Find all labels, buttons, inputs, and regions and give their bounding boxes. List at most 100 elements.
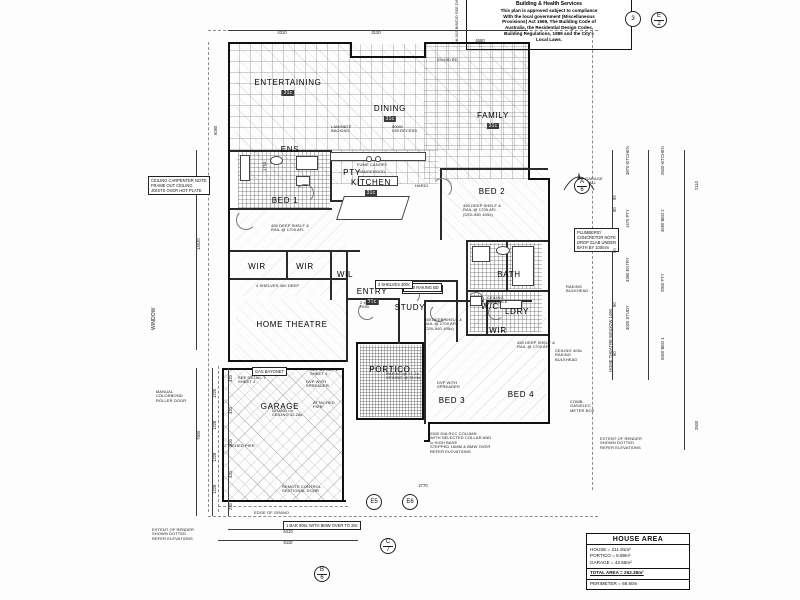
dimension-dimensions_right-10: 2600 KITCHEN — [660, 146, 665, 175]
wall-left-theatre — [228, 298, 231, 362]
area-value-garage: 42.58m² — [614, 559, 632, 565]
stamp-heading: Building & Health Services — [515, 1, 582, 7]
wall-left-garage — [222, 368, 225, 502]
dimension-dimensions_bottom-2: 2770 — [418, 483, 428, 488]
section-marker-3[interactable]: 3 — [625, 11, 641, 27]
door-arc-bed2 — [432, 178, 452, 198]
section-marker-e5[interactable]: E5 — [366, 494, 382, 510]
wall-portico-bottom — [356, 418, 426, 421]
room-name: WIR — [248, 262, 266, 271]
dim-line-left-main — [196, 150, 197, 350]
section-marker-lower: 6 — [580, 187, 584, 193]
ensuite-basin — [270, 156, 283, 165]
wall-portico-top — [356, 342, 426, 345]
setout-line-bottom — [208, 516, 598, 517]
floor-grano-garage-2 — [222, 370, 344, 500]
section-marker-e6[interactable]: E6 — [402, 494, 418, 510]
dimension-dimensions_top-0: 4310 — [277, 30, 287, 35]
wall-bath-left — [466, 240, 468, 336]
wall-wil-right — [330, 250, 332, 300]
floor-tile-family — [424, 44, 528, 179]
edge-window-label: WINDOW — [151, 307, 157, 330]
dimension-dimensions_right-4: HOME THEATRE WINDOW 1490 — [608, 309, 613, 372]
area-row-garage: GARAGE = 42.58m² — [590, 559, 632, 565]
annotation-21: SEE DETAIL '2' SHEET 4 — [310, 367, 339, 377]
annotation-14: RAKING BULKHEAD — [566, 284, 589, 294]
annotation-28: 2500 DIA RCC COLUMN WITH SELECTED COLLAR… — [430, 431, 492, 454]
bath-basin — [496, 246, 510, 255]
wall-wir-top — [230, 250, 346, 252]
room-name: PORTICO — [369, 365, 411, 374]
wall-kitchen-left — [330, 186, 332, 202]
dim-line-right-c — [684, 150, 685, 450]
room-name: DINING — [373, 104, 407, 113]
annotation-1: MANUAL COLORBOND ROLLER DOOR — [156, 389, 187, 403]
wall-right-garage — [342, 368, 345, 502]
dimension-dimensions_right-11: 3690 BED 2 — [660, 209, 665, 232]
dimension-dimensions_bottom-1: 6110 — [283, 540, 293, 545]
wall-bed3-right — [428, 422, 431, 442]
wall-portico-left — [356, 342, 359, 420]
room-name: BATH — [497, 270, 521, 279]
wall-theatre-bottom — [228, 360, 346, 363]
annotation-10: 450 DEEP SHELF & RAIL @ 1700 AFL (CEILIN… — [463, 203, 501, 217]
dim-line-left-bays — [212, 368, 213, 516]
dimension-dimensions_right-1: 1470 PTY — [625, 209, 630, 228]
annotation-12: 450 DEEP SHELF & RAIL @ 1700 AFL — [517, 340, 555, 350]
wall-hall-top — [346, 250, 360, 252]
dimension-dimensions_left-7: 1228 — [212, 484, 217, 494]
wall-step-2 — [424, 42, 427, 58]
room-name: STUDY — [394, 303, 426, 312]
wall-study-right — [456, 280, 458, 342]
room-name: BED 3 — [438, 396, 466, 405]
room-label-ens: ENS — [281, 145, 300, 154]
wall-bed2-top — [440, 168, 548, 170]
room-label-portico: PORTICO — [369, 365, 410, 374]
room-label-wil: WIL — [337, 270, 353, 279]
dimension-dimensions_right-7: 90 — [612, 248, 617, 253]
room-ceiling-height: 31c — [383, 116, 397, 122]
setout-line-left — [208, 42, 209, 512]
area-value-house: 211.91m² — [611, 546, 631, 552]
annotation-15: CEILING 405c RAKING BULKHEAD — [555, 348, 582, 362]
dim-line-left-sub — [228, 368, 229, 516]
house-area-perimeter-row: PERIMETER = 68.60m — [590, 581, 638, 587]
wall-hall-right — [346, 250, 348, 362]
door-arc-entry — [358, 302, 376, 320]
ceiling-hatch-bed1 — [236, 186, 346, 296]
annotation-18: DVP WITH SPREADER — [437, 380, 460, 390]
room-label-bed-4: BED 4 — [508, 390, 535, 399]
room-ceiling-height: 31c — [365, 299, 379, 305]
annotation-31: HARDI — [415, 183, 428, 188]
perimeter-value: 68.60m — [622, 581, 638, 587]
annotation-4: LAMINATE BACKING — [331, 124, 352, 134]
stamp-line-4: Building Regulations, 1989 and the City'… — [504, 31, 594, 37]
annotation-0: CEILING CARPENTER NOTE: FRAME OUT CEILIN… — [148, 176, 211, 196]
dim-line-right-b — [648, 150, 649, 380]
annotation-7: FUME CANOPY — [357, 162, 388, 167]
area-label-portico: PORTICO — [590, 553, 611, 559]
room-label-home-theatre: HOME THEATRE — [256, 320, 327, 329]
room-label-garage: GARAGE — [261, 402, 299, 411]
area-row-house: HOUSE = 211.91m² — [590, 546, 631, 552]
area-label-house: HOUSE — [590, 546, 607, 552]
wall-wir-divider — [286, 250, 288, 278]
room-label-study: STUDY — [395, 303, 426, 312]
dimension-dimensions_left-1: 6080 — [213, 125, 218, 135]
perimeter-label: PERIMETER — [590, 581, 617, 587]
room-name: GARAGE — [260, 402, 300, 411]
area-label-garage: GARAGE — [590, 559, 610, 565]
dimension-dimensions_right-2: 3390 ENTRY — [625, 257, 630, 282]
setout-line-right — [592, 30, 593, 490]
wall-ldry-bottom — [466, 334, 548, 336]
wall-top-entertaining — [228, 42, 352, 45]
room-label-bed-2: BED 2 — [479, 187, 506, 196]
door-arc-bed1 — [236, 210, 256, 230]
annotation-30: 25x190 BD — [437, 57, 458, 62]
